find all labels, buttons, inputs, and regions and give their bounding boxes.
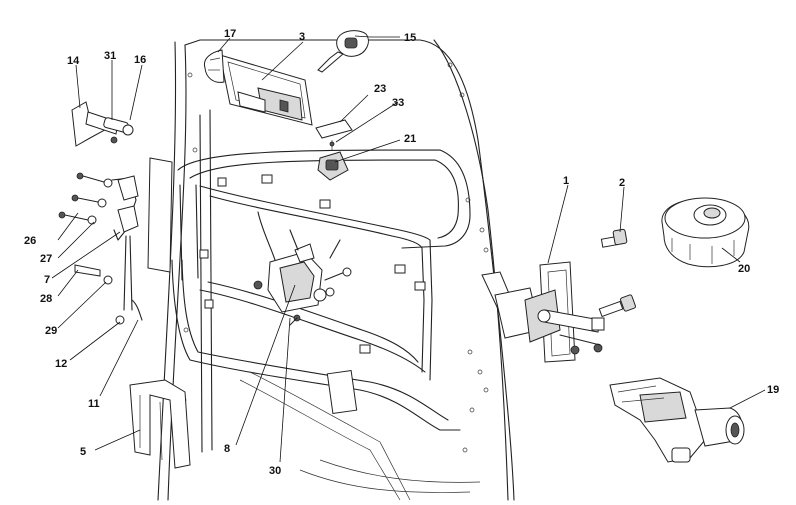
cover-plate — [315, 119, 353, 139]
door-latch-mechanism — [253, 211, 352, 326]
rear-bracket — [71, 101, 134, 147]
callout-label-12: 12 — [55, 358, 67, 370]
callout-label-11: 11 — [88, 398, 100, 410]
fuel-tank-cap — [661, 197, 750, 268]
inner-remote-linkage — [58, 157, 173, 325]
leader-lines — [51, 35, 766, 463]
callout-label-26: 26 — [24, 235, 36, 247]
callout-label-33: 33 — [392, 97, 404, 109]
callout-label-8: 8 — [224, 443, 230, 455]
striker-bolt-lower — [598, 294, 636, 318]
callout-label-31: 31 — [104, 50, 116, 62]
callout-label-15: 15 — [404, 32, 416, 44]
lock-cylinder-unit — [317, 140, 349, 181]
callout-label-23: 23 — [374, 83, 386, 95]
door-striker-assembly — [481, 261, 605, 363]
callout-label-28: 28 — [40, 293, 52, 305]
callout-label-5: 5 — [80, 446, 86, 458]
callout-label-21: 21 — [404, 133, 416, 145]
outside-door-handle — [219, 54, 313, 126]
callout-labels: 1 2 3 5 7 8 11 12 14 15 16 17 19 20 21 2… — [24, 28, 779, 477]
striker-bolt-upper — [600, 228, 628, 248]
callout-label-17: 17 — [224, 28, 236, 40]
handle-escutcheon — [203, 49, 225, 83]
callout-label-19: 19 — [767, 384, 779, 396]
callout-label-3: 3 — [299, 31, 305, 43]
callout-label-1: 1 — [563, 175, 569, 187]
ignition-key — [317, 30, 369, 73]
lock-cylinder-housing — [609, 377, 745, 463]
lower-bracket — [129, 379, 191, 469]
callout-label-14: 14 — [67, 55, 80, 67]
callout-label-30: 30 — [269, 465, 281, 477]
callout-label-27: 27 — [40, 253, 52, 265]
callout-label-20: 20 — [738, 263, 750, 275]
door-panel — [157, 39, 515, 501]
callout-label-7: 7 — [44, 274, 50, 286]
callout-label-16: 16 — [134, 54, 146, 66]
callout-label-2: 2 — [619, 177, 625, 189]
callout-label-29: 29 — [45, 325, 57, 337]
